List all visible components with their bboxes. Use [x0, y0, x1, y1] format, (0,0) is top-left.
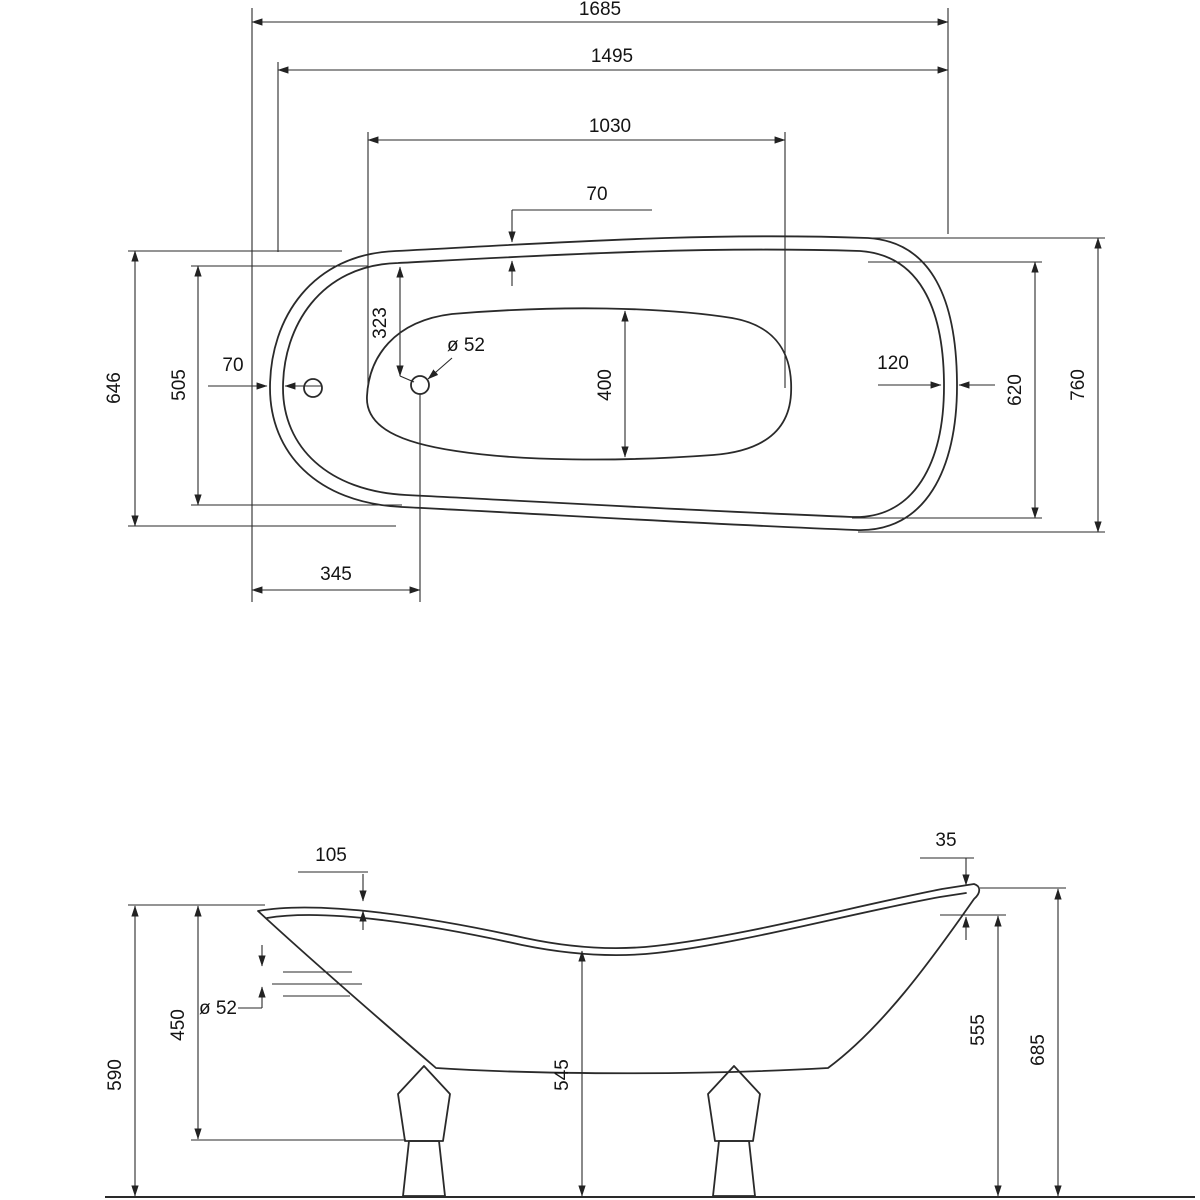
faucet-hole — [303, 378, 323, 398]
claw-foot-left — [397, 1065, 451, 1197]
overflow-marks — [272, 971, 362, 997]
dim-headrest-overhang: 105 — [298, 845, 368, 930]
dim-rim-to-foot-height-label: 450 — [168, 1009, 189, 1041]
dim-rim-underside-height: 555 — [968, 915, 1002, 1197]
dim-height-center: 545 — [552, 950, 586, 1197]
dim-left-outer-width: 646 — [104, 250, 139, 527]
dim-drain-offset-from-end-label: 345 — [320, 564, 352, 585]
dim-basin-width-label: 400 — [595, 369, 616, 401]
dim-rim-width-right: 120 — [877, 353, 995, 389]
side-view-extension-lines — [128, 887, 1066, 1141]
dim-overall-length: 1685 — [251, 0, 949, 26]
dim-rim-length: 1495 — [277, 46, 949, 74]
claw-foot-right — [707, 1065, 761, 1197]
dim-overall-height-right: 685 — [1028, 888, 1062, 1197]
dim-rim-height-left-label: 590 — [105, 1059, 126, 1091]
dim-rim-width-top-label: 70 — [586, 184, 607, 205]
dim-left-inner-width-label: 505 — [169, 369, 190, 401]
dim-overall-width-label: 760 — [1068, 369, 1089, 401]
tub-outer-rim-outline — [269, 235, 958, 531]
top-view-extension-lines — [128, 8, 1105, 602]
dim-rim-to-foot-height: 450 — [168, 905, 202, 1140]
dim-inner-width-right: 620 — [1005, 261, 1039, 519]
dim-rim-width-top: 70 — [508, 184, 652, 286]
side-view: 105 35 ø 52 450 590 545 — [105, 830, 1195, 1198]
dim-rim-underside-height-label: 555 — [968, 1014, 989, 1046]
dim-overflow-diameter-label: ø 52 — [199, 998, 237, 1019]
dim-inner-width-right-label: 620 — [1005, 374, 1026, 406]
dim-basin-length: 1030 — [367, 116, 786, 144]
dim-overall-width: 760 — [1068, 237, 1102, 533]
dim-overall-length-label: 1685 — [579, 0, 621, 20]
tub-basin-outline — [366, 307, 793, 461]
dim-basin-width: 400 — [595, 310, 629, 458]
tub-side-rim-inner-line — [266, 892, 967, 957]
dim-rim-lip-right-label: 35 — [935, 830, 956, 851]
dim-left-outer-width-label: 646 — [104, 372, 125, 404]
dim-rim-lip-right: 35 — [920, 830, 974, 940]
dim-headrest-overhang-label: 105 — [315, 845, 347, 866]
dim-drain-offset-from-rim: 323 — [370, 266, 415, 383]
drain-hole — [410, 375, 430, 395]
dim-rim-width-left: 70 — [208, 355, 322, 390]
dim-height-center-label: 545 — [552, 1059, 573, 1091]
tub-side-profile — [257, 883, 981, 1075]
dim-rim-height-left: 590 — [105, 905, 139, 1197]
tub-inner-rim-outline — [282, 248, 945, 518]
dim-drain-offset-from-end: 345 — [251, 564, 421, 594]
dim-overflow-diameter: ø 52 — [199, 945, 266, 1019]
dim-overall-height-right-label: 685 — [1028, 1034, 1049, 1066]
top-view: 1685 1495 1030 70 646 505 — [104, 0, 1105, 602]
dim-left-inner-width: 505 — [169, 265, 202, 506]
dim-drain-diameter: ø 52 — [427, 335, 485, 380]
dim-drain-offset-from-rim-label: 323 — [370, 307, 391, 339]
dim-rim-width-left-label: 70 — [222, 355, 243, 376]
dim-drain-diameter-label: ø 52 — [447, 335, 485, 356]
dim-rim-length-label: 1495 — [591, 46, 633, 67]
dim-basin-length-label: 1030 — [589, 116, 631, 137]
dim-rim-width-right-label: 120 — [877, 353, 909, 374]
